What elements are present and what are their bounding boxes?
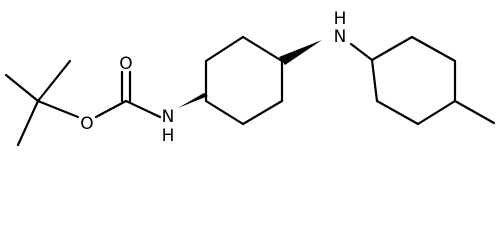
central-ring-bond-2 [204,35,245,63]
central-ring-bond-5 [241,99,284,126]
carbamate-nitrogen-label: N [162,107,175,127]
methyl-ring-bond-1 [370,35,414,62]
methyl-ring-bond-5 [375,99,420,126]
central-cyclohexane-ring [178,35,322,126]
methyl-ring-bond-4 [416,99,457,126]
amine-wedge-bond [279,40,322,65]
carbamate-wedge-bond [178,93,208,108]
carbonyl-nitrogen-bond [124,99,162,119]
carbamate-hydrogen-label: H [162,126,175,146]
ester-oxygen-carbonyl-bond [94,99,128,119]
methyl-substituent-bond [453,99,496,125]
carbamate-group: O O N H [80,54,174,146]
amine-nitrogen-label: N [334,27,347,47]
tbutyl-methyl-bond-left [4,73,40,103]
methyl-ring-bond-6 [370,58,379,103]
secondary-amine: H N [334,9,374,62]
tbutyl-oxygen-bond [36,99,80,119]
chemical-structure-diagram: O O N H H N [4,9,496,147]
central-ring-bond-3 [241,35,284,63]
ester-oxygen-label: O [80,114,93,134]
methylcyclohexyl-ring [370,35,496,126]
central-ring-bond-6 [204,99,245,126]
tert-butyl-group [4,59,80,147]
methyl-ring-bond-2 [410,35,457,63]
tbutyl-methyl-bond-bottom [16,99,40,147]
tbutyl-methyl-bond-top [36,59,72,103]
amine-hydrogen-label: H [334,9,347,29]
amine-ring-bond [349,42,374,62]
carbonyl-oxygen-label: O [119,54,132,74]
